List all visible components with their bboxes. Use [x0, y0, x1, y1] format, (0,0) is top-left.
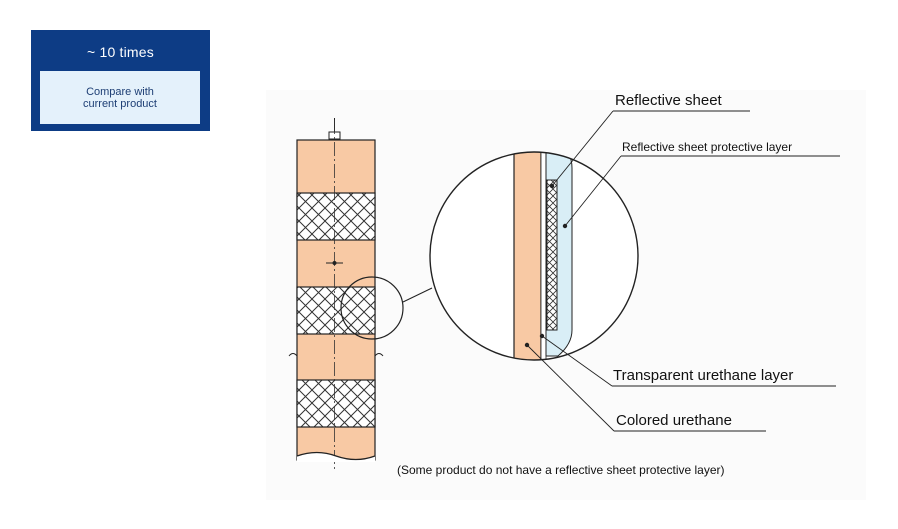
- reflective-sheet-layer: [546, 179, 558, 331]
- label-colored-urethane: Colored urethane: [616, 412, 732, 429]
- badge-subtitle-line2: current product: [83, 97, 157, 110]
- pole-column: [288, 118, 384, 470]
- enlarged-detail: [429, 151, 639, 361]
- label-protective-layer: Reflective sheet protective layer: [622, 140, 792, 154]
- detail-circle-small: [340, 276, 404, 340]
- badge-subtitle: Compare with current product: [60, 86, 180, 110]
- reflective-band-1: [296, 192, 376, 241]
- note-text: (Some product do not have a reflective s…: [397, 463, 725, 477]
- transparent-urethane-layer: [540, 152, 547, 360]
- badge-subtitle-line1: Compare with: [86, 85, 154, 98]
- badge-subtitle-box: Compare with current product: [40, 71, 200, 124]
- reflective-band-2: [296, 286, 376, 335]
- comparison-badge: ~ 10 times Compare with current product: [31, 30, 210, 131]
- reflective-band-3: [296, 379, 376, 428]
- label-reflective-sheet: Reflective sheet: [615, 92, 723, 109]
- detail-circle-large: [429, 151, 639, 361]
- badge-title: ~ 10 times: [87, 44, 154, 60]
- label-transparent-urethane: Transparent urethane layer: [613, 367, 793, 384]
- detail-leader: [402, 287, 433, 303]
